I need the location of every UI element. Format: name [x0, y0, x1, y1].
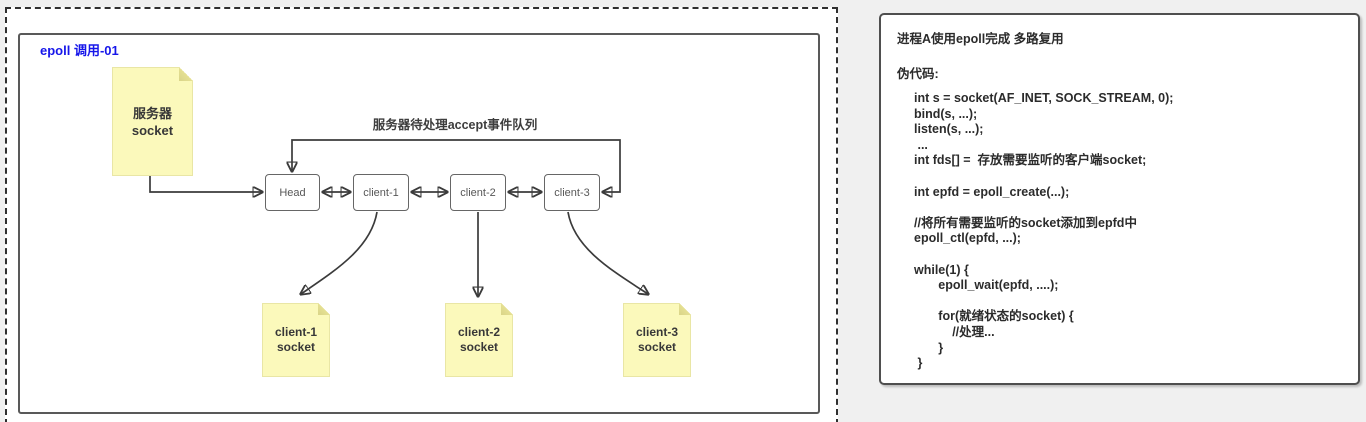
client-1-socket-note: client-1 socket [262, 303, 330, 377]
panel-heading: 进程A使用epoll完成 多路复用 [897, 32, 1064, 46]
list-node-client-2: client-2 [450, 174, 506, 211]
pseudocode-label: 伪代码: [897, 67, 939, 81]
client-3-socket-note: client-3 socket [623, 303, 691, 377]
pseudocode-block: int s = socket(AF_INET, SOCK_STREAM, 0);… [914, 91, 1174, 371]
client-2-socket-note: client-2 socket [445, 303, 513, 377]
list-node-client-3: client-3 [544, 174, 600, 211]
server-socket-note: 服务器 socket [112, 67, 193, 176]
accept-queue-label: 服务器待处理accept事件队列 [372, 118, 538, 132]
pseudocode-panel: 进程A使用epoll完成 多路复用 伪代码: int s = socket(AF… [879, 13, 1360, 385]
list-node-client-1: client-1 [353, 174, 409, 211]
diagram-title: epoll 调用-01 [40, 43, 119, 58]
list-node-head: Head [265, 174, 320, 211]
